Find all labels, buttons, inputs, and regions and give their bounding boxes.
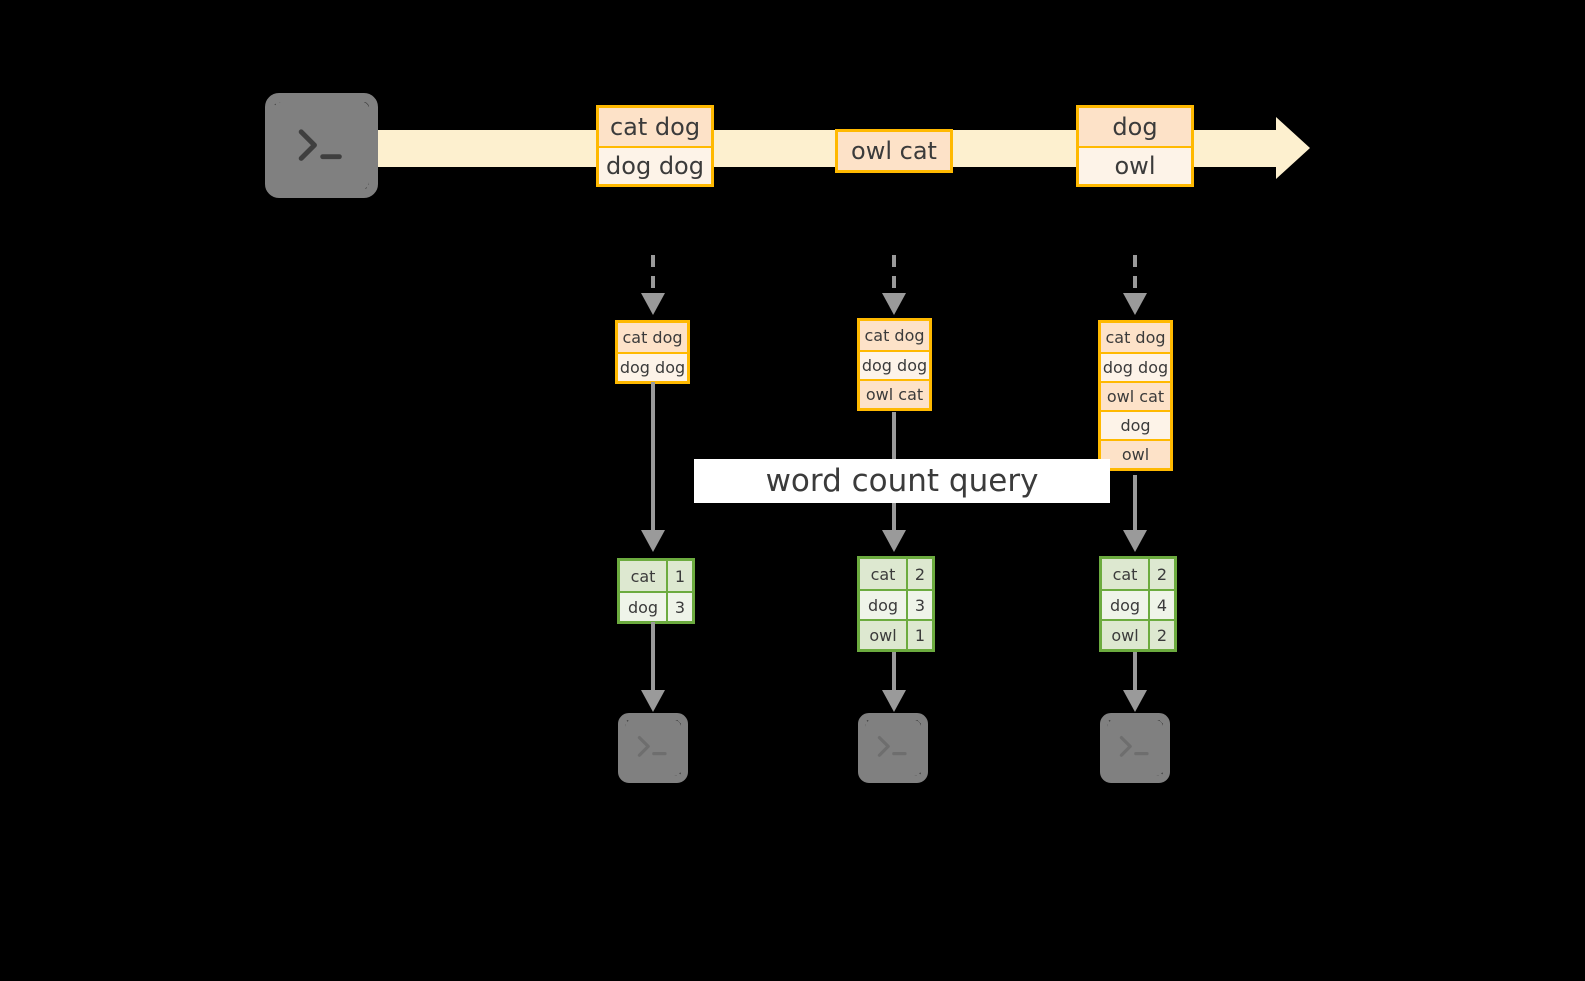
stream-event-1[interactable]: cat dog dog dog [596, 105, 714, 187]
terminal-screen [865, 720, 921, 776]
result-count: 1 [666, 561, 692, 591]
stream-event-line: owl cat [838, 132, 950, 170]
accumulated-line: dog dog [618, 352, 687, 381]
accumulated-line: dog [1101, 410, 1170, 439]
result-row: cat 2 [1102, 559, 1174, 589]
result-word: owl [860, 621, 906, 649]
terminal-prompt-glyph [1119, 736, 1149, 757]
word-count-result-1[interactable]: cat 1 dog 3 [617, 558, 695, 624]
terminal-screen [625, 720, 681, 776]
sink-terminal-icon-1[interactable] [618, 713, 688, 783]
connector-solid-3a [1123, 475, 1147, 552]
result-count: 2 [906, 559, 932, 589]
terminal-prompt-glyph [298, 129, 342, 161]
terminal-prompt-glyph [637, 736, 667, 757]
accumulated-line: dog dog [860, 350, 929, 379]
result-count: 4 [1148, 591, 1174, 619]
accumulated-events-2[interactable]: cat dog dog dog owl cat [857, 318, 932, 411]
result-word: dog [1102, 591, 1148, 619]
word-count-result-2[interactable]: cat 2 dog 3 owl 1 [857, 556, 935, 652]
connector-dashed-3 [1123, 255, 1147, 315]
result-row: owl 1 [860, 619, 932, 649]
source-terminal-icon[interactable] [265, 93, 378, 198]
result-count: 2 [1148, 621, 1174, 649]
connector-solid-2b [882, 652, 906, 712]
stream-arrowhead [1276, 117, 1310, 179]
result-row: dog 3 [860, 589, 932, 619]
terminal-screen [274, 102, 369, 189]
accumulated-line: cat dog [618, 323, 687, 352]
sink-terminal-icon-3[interactable] [1100, 713, 1170, 783]
result-word: cat [620, 561, 666, 591]
sink-terminal-icon-2[interactable] [858, 713, 928, 783]
accumulated-events-3[interactable]: cat dog dog dog owl cat dog owl [1098, 320, 1173, 471]
stream-event-line: cat dog [599, 108, 711, 146]
result-word: owl [1102, 621, 1148, 649]
result-count: 3 [906, 591, 932, 619]
stream-event-line: dog [1079, 108, 1191, 146]
connector-solid-3b [1123, 652, 1147, 712]
result-count: 3 [666, 593, 692, 621]
query-label-banner: word count query [694, 459, 1110, 503]
query-label-text: word count query [765, 463, 1039, 499]
stream-event-line: dog dog [599, 146, 711, 184]
result-word: cat [860, 559, 906, 589]
connector-dashed-1 [641, 255, 665, 315]
accumulated-line: owl cat [1101, 381, 1170, 410]
result-row: dog 3 [620, 591, 692, 621]
accumulated-line: owl [1101, 439, 1170, 468]
accumulated-line: owl cat [860, 379, 929, 408]
stream-event-line: owl [1079, 146, 1191, 184]
result-row: cat 2 [860, 559, 932, 589]
stream-event-2[interactable]: owl cat [835, 129, 953, 173]
result-word: cat [1102, 559, 1148, 589]
result-count: 2 [1148, 559, 1174, 589]
terminal-screen [1107, 720, 1163, 776]
result-word: dog [860, 591, 906, 619]
connector-solid-1b [641, 622, 665, 712]
result-count: 1 [906, 621, 932, 649]
accumulated-line: dog dog [1101, 352, 1170, 381]
accumulated-events-1[interactable]: cat dog dog dog [615, 320, 690, 384]
result-row: dog 4 [1102, 589, 1174, 619]
accumulated-line: cat dog [860, 321, 929, 350]
word-count-result-3[interactable]: cat 2 dog 4 owl 2 [1099, 556, 1177, 652]
connector-solid-1a [641, 382, 665, 552]
result-word: dog [620, 593, 666, 621]
connector-dashed-2 [882, 255, 906, 315]
stream-event-3[interactable]: dog owl [1076, 105, 1194, 187]
result-row: cat 1 [620, 561, 692, 591]
result-row: owl 2 [1102, 619, 1174, 649]
terminal-prompt-glyph [877, 736, 907, 757]
accumulated-line: cat dog [1101, 323, 1170, 352]
